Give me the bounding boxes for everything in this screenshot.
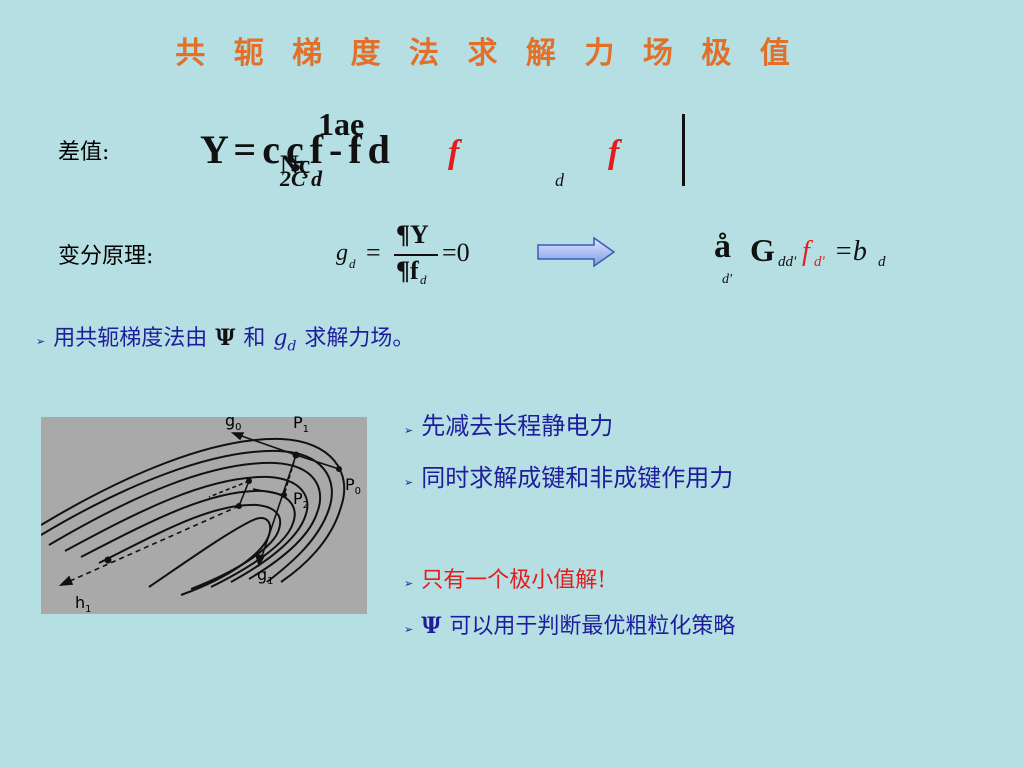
bullet-main-text-pre: 用共轭梯度法由 (53, 326, 208, 351)
vf-g: g (336, 240, 348, 266)
rf-eq: =b (834, 236, 867, 267)
rf-G: G (750, 232, 775, 268)
vf-den-sub: d (420, 272, 427, 287)
bullet-right-2: ➢ 同时求解成键和非成键作用力 (404, 458, 733, 493)
diff-formula: 1ae Y = c ç f - f d f f Nç 2C d d (200, 108, 685, 190)
label-p0-letter: P (345, 475, 355, 494)
vf-fraction-bar (394, 254, 438, 256)
diff-formula-main: Y = c ç f - f d (200, 127, 390, 172)
diff-formula-sub: d (555, 170, 564, 190)
label-p2-letter: P (293, 489, 303, 508)
bullet-main: ➢ 用共轭梯度法由 Ψ 和 gd 求解力场。 (36, 320, 414, 354)
rf-f-sub: d' (814, 254, 825, 270)
vf-den: ¶f (396, 256, 419, 285)
bullet-right-4-text: 可以用于判断最优粗粒化策略 (449, 614, 736, 639)
diff-formula-bracket (670, 114, 685, 186)
diff-formula-f-red-2: f (608, 134, 620, 171)
label-p2-sub: 2 (302, 500, 310, 512)
bullet-right-1-text: 先减去长程静电力 (421, 412, 614, 440)
label-g0: g0 (225, 411, 242, 433)
rf-under: d' (722, 272, 732, 287)
bullet-main-psi: Ψ (215, 325, 236, 351)
label-p1-sub: 1 (302, 424, 310, 436)
vf-g-sub: d (349, 256, 356, 271)
vf-rhs: =0 (442, 238, 470, 267)
bullet-right-1: ➢ 先减去长程静电力 (404, 406, 613, 441)
rf-sum: å (714, 228, 731, 265)
label-p0: P0 (345, 475, 361, 497)
bullet-main-g-sub: d (287, 338, 297, 355)
vf-num: ¶Y (396, 220, 429, 249)
bullet-right-3: ➢ 只有一个极小值解! (404, 562, 606, 594)
bullet-arrow-icon: ➢ (404, 424, 414, 437)
bullet-right-4: ➢ Ψ 可以用于判断最优粗粒化策略 (404, 608, 735, 640)
bullet-main-text-post: 求解力场。 (304, 326, 415, 351)
conjugate-gradient-diagram: g0 P1 P0 P2 g1 h1 (41, 411, 367, 615)
label-g1-sub: 1 (267, 576, 274, 588)
diff-formula-line4: 2C d (280, 166, 323, 191)
label-p1: P1 (293, 413, 309, 435)
variational-formula: g d = ¶Y ¶f d =0 (336, 220, 496, 288)
rf-b-sub: d (878, 254, 886, 270)
right-arrow-icon (537, 236, 616, 268)
label-h1-letter: h (75, 593, 86, 612)
diff-formula-line1: 1ae (318, 106, 365, 142)
bullet-main-and: 和 (243, 326, 266, 351)
variational-label: 变分原理: (58, 244, 154, 269)
result-formula: å d' G dd' f d' =b d (714, 228, 914, 292)
bullet-main-g: gd (273, 326, 296, 354)
label-p2: P2 (293, 489, 309, 511)
label-p0-sub: 0 (354, 486, 362, 498)
label-p1-letter: P (293, 413, 303, 432)
label-g0-letter: g (225, 411, 236, 430)
vf-eq: = (366, 238, 381, 267)
bullet-right-4-psi: Ψ (421, 613, 442, 639)
rf-f: f (802, 236, 810, 267)
label-g1: g1 (257, 565, 274, 587)
bullet-arrow-icon: ➢ (404, 623, 414, 636)
slide-title: 共 轭 梯 度 法 求 解 力 场 极 值 (175, 36, 799, 71)
bullet-right-3-text: 只有一个极小值解! (421, 568, 607, 593)
diff-label: 差值: (58, 140, 110, 165)
diff-formula-line2: Y = c ç f - f d (200, 127, 390, 172)
bullet-arrow-icon: ➢ (404, 577, 414, 590)
bullet-arrow-icon: ➢ (404, 476, 414, 489)
contour-svg (41, 432, 346, 596)
diff-formula-f-red: f (448, 134, 460, 171)
diff-formula-line3: Nç (280, 150, 311, 179)
label-h1: h1 (75, 593, 92, 615)
rf-G-sub: dd' (778, 254, 797, 270)
label-g0-sub: 0 (235, 422, 242, 434)
bullet-main-g-letter: g (273, 326, 288, 351)
label-g1-letter: g (257, 565, 268, 584)
label-h1-sub: 1 (85, 604, 92, 616)
bullet-arrow-icon: ➢ (36, 335, 46, 348)
bullet-right-2-text: 同时求解成键和非成键作用力 (421, 464, 734, 492)
